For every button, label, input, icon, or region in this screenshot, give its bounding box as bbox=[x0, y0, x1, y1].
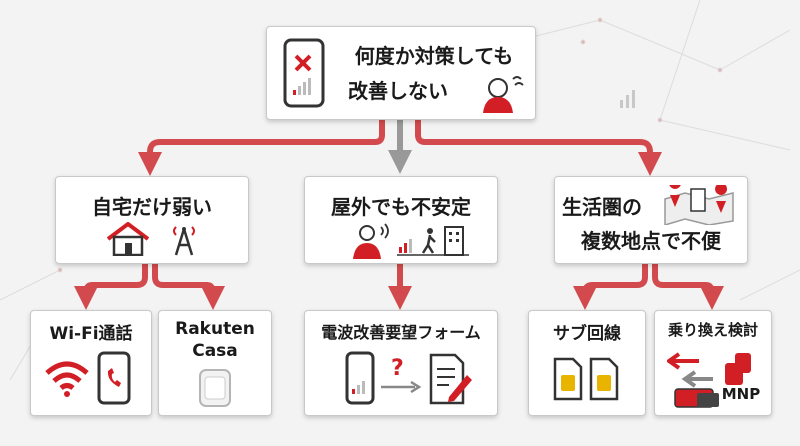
solution-wifi-call-label: Wi-Fi通話 bbox=[49, 324, 133, 344]
solution-casa-line1: Rakuten bbox=[175, 319, 255, 339]
phone-no-signal-icon bbox=[283, 38, 325, 108]
root-card: 何度か対策しても 改善しない bbox=[266, 26, 536, 120]
branch-area-card: 生活圏の 複数地点で不便 bbox=[554, 176, 748, 264]
branch-area-line1: 生活圏の bbox=[562, 195, 642, 219]
house-icon bbox=[106, 222, 150, 256]
connector-home-wifi bbox=[74, 264, 148, 310]
map-pin-icon bbox=[664, 185, 734, 225]
branch-outdoor-card: 屋外でも不安定 bbox=[304, 176, 498, 264]
bar-decoration bbox=[620, 90, 635, 108]
solution-mnp-tag: MNP bbox=[721, 385, 761, 403]
root-line2: 改善しない bbox=[348, 79, 448, 103]
form-pen-icon bbox=[429, 353, 472, 405]
solution-casa-card: Rakuten Casa bbox=[158, 310, 272, 416]
solution-form-card: 電波改善要望フォーム ? bbox=[304, 310, 498, 416]
person-phone-icon bbox=[353, 223, 389, 259]
suitcase-icon bbox=[667, 352, 751, 408]
walking-signal-icon bbox=[397, 226, 469, 256]
connector-area-sub bbox=[573, 264, 648, 310]
connector-root-home bbox=[138, 118, 385, 176]
connector-root-area bbox=[415, 118, 662, 176]
branch-home-label: 自宅だけ弱い bbox=[92, 195, 212, 219]
branch-outdoor-label: 屋外でも不安定 bbox=[331, 195, 471, 219]
sim-card-icon bbox=[589, 357, 619, 401]
phone-call-icon bbox=[97, 351, 131, 405]
solution-mnp-label: 乗り換え検討 bbox=[667, 321, 758, 339]
question-icon: ? bbox=[381, 356, 422, 394]
wifi-icon bbox=[45, 361, 89, 397]
svg-text:?: ? bbox=[391, 356, 404, 381]
router-icon bbox=[199, 369, 231, 407]
connector-area-mnp bbox=[652, 264, 724, 310]
connector-home-casa bbox=[152, 264, 225, 310]
solution-sub-label: サブ回線 bbox=[553, 324, 621, 344]
phone-no-signal-icon bbox=[345, 351, 375, 405]
solution-wifi-call-card: Wi-Fi通話 bbox=[30, 310, 152, 416]
solution-mnp-card: 乗り換え検討 MNP bbox=[654, 310, 772, 416]
solution-form-label: 電波改善要望フォーム bbox=[321, 323, 481, 342]
sim-card-icon bbox=[553, 357, 583, 401]
solution-casa-line2: Casa bbox=[192, 341, 238, 361]
antenna-tower-icon bbox=[173, 226, 195, 256]
frustrated-person-icon bbox=[483, 76, 524, 113]
root-line1: 何度か対策しても bbox=[354, 44, 514, 68]
solution-sub-card: サブ回線 bbox=[528, 310, 646, 416]
branch-area-line2: 複数地点で不便 bbox=[581, 229, 721, 253]
branch-home-card: 自宅だけ弱い bbox=[55, 176, 249, 264]
